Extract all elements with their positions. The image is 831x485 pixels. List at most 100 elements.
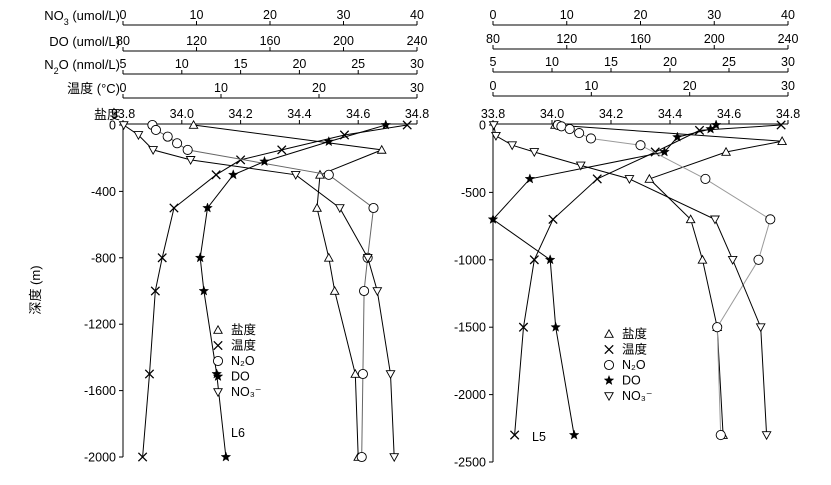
legend-marker-star [212, 370, 224, 382]
x-axis-title: N2O (nmol/L) [44, 57, 120, 76]
y-axis-title: 深度 (m) [28, 265, 43, 314]
legend-label: N₂O [231, 354, 255, 368]
series-line [123, 124, 395, 458]
x-tick-label: 34.0 [170, 107, 194, 121]
x-tick-label: 34.2 [228, 107, 252, 121]
data-point-circle [753, 254, 764, 265]
data-point-triangle-up [685, 214, 696, 224]
data-point-triangle-down [133, 131, 144, 141]
x-tick-label: 10 [190, 8, 204, 22]
data-point-triangle-down [529, 148, 540, 158]
x-tick-label: 25 [722, 55, 736, 69]
data-point-triangle-down [334, 204, 345, 214]
x-tick-label: 20 [312, 81, 326, 95]
series-triangle-down [488, 121, 772, 441]
data-point-x [157, 253, 167, 263]
x-tick-label: 80 [486, 32, 500, 46]
data-point-star [544, 254, 556, 265]
x-tick-label: 0 [120, 81, 127, 95]
data-point-x [137, 452, 148, 462]
legend-marker-circle [603, 359, 615, 371]
data-point-circle [323, 169, 334, 180]
x-tick-label: 34.6 [346, 107, 370, 121]
data-point-circle [162, 131, 173, 142]
data-point-circle [585, 133, 596, 144]
x-tick-label: 10 [214, 81, 228, 95]
data-point-triangle-up [323, 252, 334, 262]
y-tick-label: -1000 [454, 253, 486, 267]
data-point-triangle-down [362, 253, 373, 263]
legend-label: 盐度 [231, 322, 257, 337]
data-point-x [169, 203, 179, 213]
series-line [493, 124, 768, 436]
data-point-triangle-down [575, 161, 586, 171]
data-point-triangle-down [372, 287, 383, 297]
data-point-star [202, 202, 213, 213]
data-point-triangle-down [507, 141, 518, 151]
data-point-circle [635, 140, 646, 151]
x-tick-label: 20 [634, 8, 648, 22]
data-point-circle [700, 173, 711, 184]
y-tick-label: 0 [479, 119, 486, 133]
data-point-circle [556, 121, 567, 132]
x-tick-label: 0 [120, 8, 127, 22]
legend-label: 盐度 [622, 326, 648, 341]
x-tick-label: 240 [778, 32, 799, 46]
data-point-star [198, 285, 210, 296]
data-point-triangle-down [755, 323, 766, 333]
data-point-x [277, 145, 287, 155]
legend-marker-circle [212, 355, 224, 367]
data-point-circle [574, 128, 585, 139]
data-point-triangle-down [148, 146, 159, 156]
x-tick-label: 30 [781, 79, 795, 93]
data-point-circle [356, 451, 367, 463]
x-tick-label: 15 [604, 55, 618, 69]
data-point-x [776, 120, 786, 130]
data-point-star [710, 119, 722, 130]
x-tick-label: 10 [175, 57, 189, 71]
legend-label: NO₃⁻ [622, 389, 652, 403]
y-tick-label: -400 [91, 185, 116, 199]
data-point-triangle-up [376, 144, 387, 154]
series-line [142, 124, 408, 458]
data-point-triangle-up [329, 285, 340, 295]
x-tick-label: 5 [120, 57, 127, 71]
x-axis-title: 盐度 [94, 107, 120, 122]
x-tick-label: 10 [545, 55, 559, 69]
legend-label: 温度 [622, 342, 648, 357]
data-point-triangle-up [777, 136, 788, 145]
data-point-x [592, 174, 602, 184]
data-point-triangle-down [710, 215, 720, 225]
series-triangle-up [188, 119, 387, 461]
data-point-x [235, 155, 246, 165]
legend-label: DO [231, 370, 250, 384]
y-tick-label: -2000 [84, 451, 116, 465]
data-point-triangle-up [697, 254, 708, 264]
y-tick-label: -2500 [454, 456, 486, 470]
data-point-star [220, 451, 232, 462]
y-tick-label: -800 [91, 251, 116, 265]
data-point-circle [150, 124, 161, 136]
data-point-circle [715, 429, 726, 441]
legend-label: DO [622, 374, 641, 388]
data-point-triangle-down [624, 175, 635, 185]
x-tick-label: 160 [260, 34, 281, 48]
x-tick-label: 120 [556, 32, 577, 46]
y-tick-label: -500 [461, 186, 486, 200]
data-point-triangle-down [488, 121, 499, 131]
x-tick-label: 25 [351, 57, 365, 71]
x-tick-label: 200 [704, 32, 725, 46]
legend-label: N₂O [622, 358, 646, 372]
x-tick-label: 15 [234, 57, 248, 71]
data-point-circle [368, 202, 379, 214]
